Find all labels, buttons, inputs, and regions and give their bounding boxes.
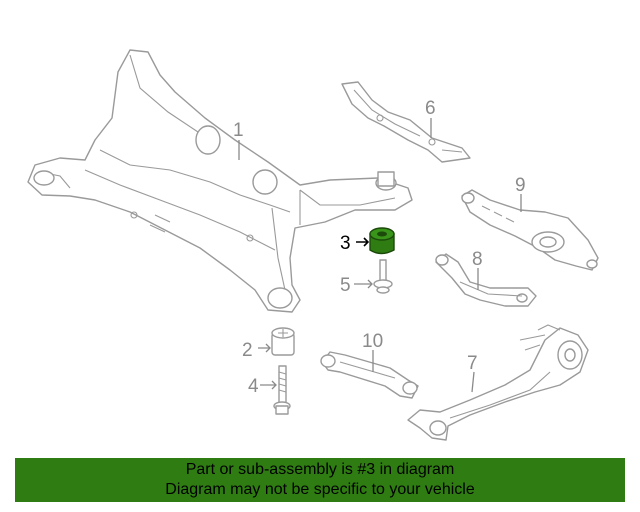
lateral-link-part-10[interactable]: [320, 351, 419, 399]
info-banner: Part or sub-assembly is #3 in diagram Di…: [15, 458, 625, 502]
leader-lines: [238, 118, 522, 393]
callout-9: 9: [515, 175, 526, 196]
banner-line-1: Part or sub-assembly is #3 in diagram: [185, 461, 455, 478]
callout-3[interactable]: 3: [340, 233, 351, 254]
mounting-bolt-part-4[interactable]: [273, 365, 291, 415]
spring-link-part-9[interactable]: [461, 189, 599, 271]
subframe-crossmember-part[interactable]: [27, 49, 413, 313]
banner-line-2: Diagram may not be specific to your vehi…: [165, 481, 475, 498]
callout-8: 8: [472, 249, 483, 270]
callout-5: 5: [340, 275, 351, 296]
support-bracket-part-6[interactable]: [341, 81, 471, 163]
callout-7: 7: [467, 353, 478, 374]
highlighted-bushing-part-3[interactable]: [369, 227, 395, 255]
callout-10: 10: [362, 331, 383, 352]
washer-bolt-part-5[interactable]: [373, 259, 393, 294]
callout-4: 4: [248, 376, 259, 397]
callout-1: 1: [233, 120, 244, 141]
trailing-arm-part-7[interactable]: [407, 324, 589, 441]
callout-2: 2: [242, 340, 253, 361]
callout-6: 6: [425, 98, 436, 119]
upper-control-arm-part-8[interactable]: [435, 253, 537, 307]
rear-bushing-part[interactable]: [271, 327, 295, 356]
parts-diagram: 1 2 3 4 5 6 7 8 9 10: [27, 49, 599, 441]
